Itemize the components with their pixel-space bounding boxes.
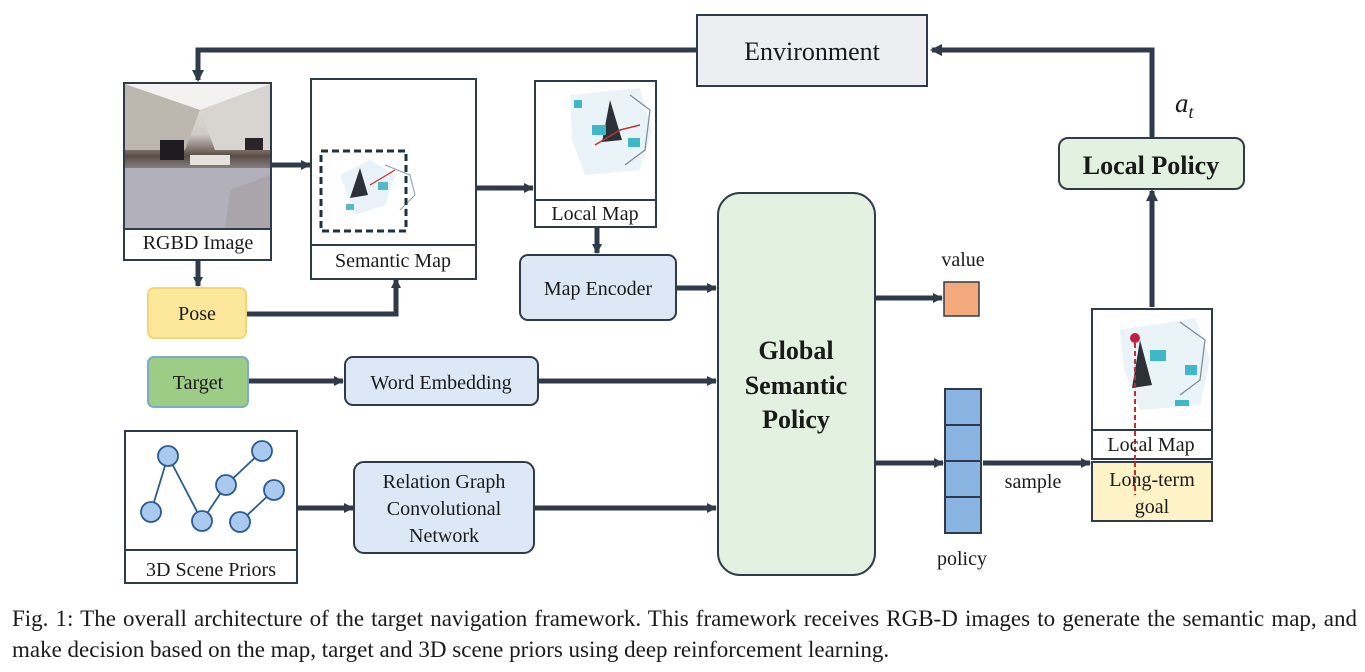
scene-priors-block: 3D Scene Priors [124, 430, 298, 584]
local-map-top-label: Local Map [551, 203, 638, 225]
rgcn-block: Relation Graph Convolutional Network [353, 461, 535, 554]
rgbd-photo [125, 84, 270, 228]
rgcn-label-line3: Network [409, 525, 479, 547]
semantic-map-crop [319, 149, 408, 233]
semantic-map-image [340, 160, 416, 215]
sample-label: sample [1005, 471, 1062, 493]
pose-block: Pose [147, 287, 247, 339]
policy-label: policy [937, 548, 987, 570]
scene-priors-label: 3D Scene Priors [146, 559, 276, 581]
global-policy-line2: Semantic [745, 371, 848, 400]
local-map-right-block: Local Map [1091, 308, 1213, 460]
architecture-diagram: Environment at Local Policy RGBD Image [123, 14, 1245, 584]
local-map-right-image [1120, 318, 1210, 410]
rgcn-label-line2: Convolutional [387, 498, 502, 520]
long-term-goal-line1: Long-term [1109, 469, 1195, 491]
rgbd-image-block: RGBD Image [123, 82, 272, 261]
local-map-right-label: Local Map [1107, 434, 1194, 456]
word-embedding-block: Word Embedding [344, 356, 539, 406]
long-term-goal-line2: goal [1135, 496, 1170, 518]
semantic-map-block: Semantic Map [310, 78, 477, 280]
local-policy-block: Local Policy [1058, 137, 1245, 190]
pose-label: Pose [178, 303, 216, 325]
map-encoder-label: Map Encoder [544, 278, 653, 300]
environment-label: Environment [744, 37, 881, 66]
global-policy-line3: Policy [762, 405, 830, 434]
global-policy-block: Global Semantic Policy [717, 192, 876, 576]
long-term-goal-block: Long-term goal [1091, 461, 1213, 522]
goal-marker-icon [1130, 333, 1140, 343]
local-map-top-block: Local Map [534, 80, 657, 228]
graph-icon [140, 440, 285, 533]
map-encoder-block: Map Encoder [519, 254, 677, 321]
policy-vector [944, 388, 982, 534]
value-box [943, 281, 980, 317]
environment-block: Environment [696, 14, 928, 87]
arrow-pose-to-semantic [246, 278, 401, 317]
action-label: at [1175, 88, 1195, 122]
figure-caption: Fig. 1: The overall architecture of the … [12, 606, 1357, 662]
semantic-map-label: Semantic Map [335, 250, 451, 272]
value-label: value [941, 249, 984, 271]
rgbd-image-label: RGBD Image [143, 232, 254, 254]
arrow-environment-to-rgbd [192, 47, 697, 82]
word-embedding-label: Word Embedding [370, 372, 511, 394]
arrow-local-policy-to-environment [930, 44, 1155, 138]
global-policy-line1: Global [758, 336, 833, 365]
target-block: Target [147, 356, 249, 408]
target-label: Target [173, 372, 224, 394]
rgcn-label-line1: Relation Graph [383, 471, 506, 493]
local-map-top-image [570, 88, 652, 175]
local-policy-label: Local Policy [1083, 151, 1219, 180]
